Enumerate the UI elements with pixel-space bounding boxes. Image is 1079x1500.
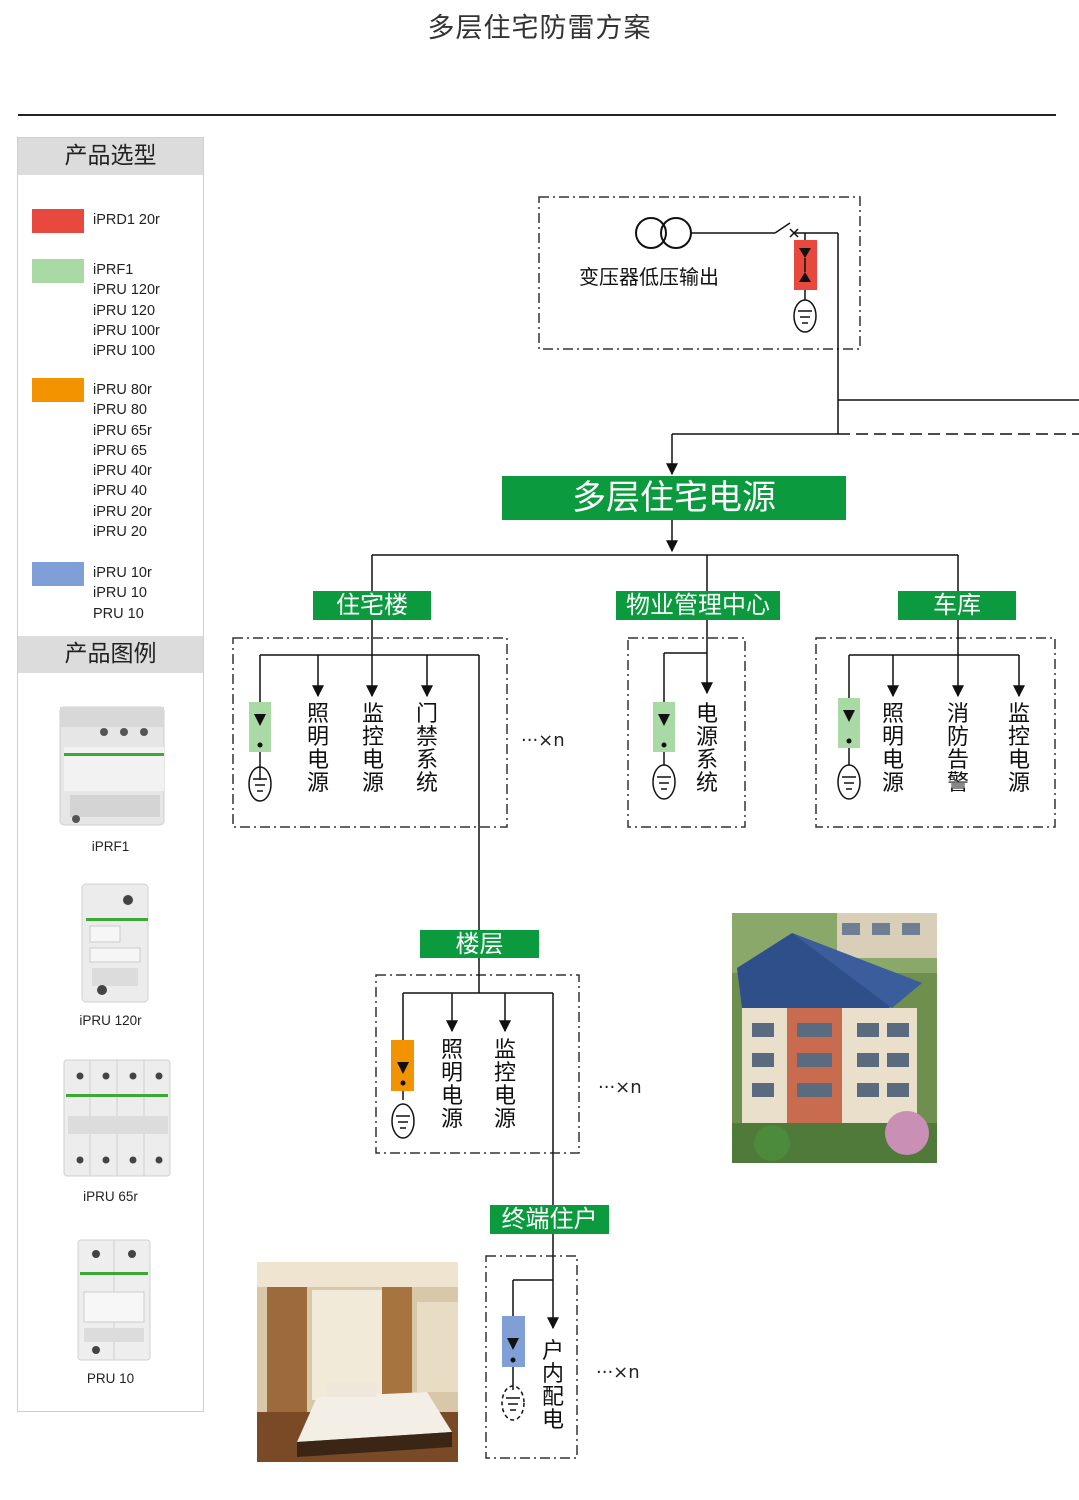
load-label: 消防告警 xyxy=(946,702,969,796)
ground-icon xyxy=(652,764,676,800)
model-item: iPRU 20 xyxy=(93,524,147,541)
model-item: iPRU 10 xyxy=(93,585,147,602)
transformer-icon xyxy=(635,217,667,249)
load-label: 户内配电 xyxy=(541,1339,564,1433)
household-label: 终端住户 xyxy=(490,1205,609,1234)
ground-icon xyxy=(248,766,272,802)
product-image-ipru-65r xyxy=(63,1059,171,1177)
product-caption: iPRU 120r xyxy=(79,1013,142,1028)
main-power-label: 多层住宅电源 xyxy=(502,476,846,520)
load-label: 监控电源 xyxy=(493,1038,516,1132)
model-list-orange: iPRU 80r iPRU 80 iPRU 65r iPRU 65 iPRU 4… xyxy=(93,380,152,542)
repeat-marker: ···×n xyxy=(596,1362,640,1383)
product-image-pru-10 xyxy=(77,1239,151,1361)
model-item: iPRU 10r xyxy=(93,565,152,581)
sidebar: 产品选型 iPRD1 20r iPRF1 iPRU 120r iPRU 120 … xyxy=(17,137,204,1412)
page-title: 多层住宅防雷方案 xyxy=(427,13,652,44)
load-label: 监控电源 xyxy=(1007,702,1030,796)
legend-swatch-blue xyxy=(32,562,84,586)
repeat-marker: ···×n xyxy=(521,730,565,751)
legend-swatch-orange xyxy=(32,378,84,402)
load-label: 照明电源 xyxy=(440,1038,463,1132)
garage-box xyxy=(815,637,1056,828)
property-label: 物业管理中心 xyxy=(616,591,780,620)
product-selection-header: 产品选型 xyxy=(18,138,203,175)
model-item: iPRU 40r xyxy=(93,463,152,480)
product-image-iprf1 xyxy=(59,706,165,826)
repeat-marker: ···×n xyxy=(598,1077,642,1098)
transformer-box xyxy=(538,196,861,350)
model-item: iPRU 65r xyxy=(93,422,152,439)
model-item: iPRU 100r xyxy=(93,322,160,339)
load-label: 监控电源 xyxy=(361,702,384,796)
model-item: PRU 10 xyxy=(93,605,144,622)
product-image-ipru-120r xyxy=(81,883,149,1003)
model-item: iPRU 120r xyxy=(93,282,160,299)
model-list-blue: iPRU 10r iPRU 10 PRU 10 xyxy=(93,563,152,624)
model-item: iPRU 120 xyxy=(93,302,156,319)
residential-box xyxy=(232,637,508,828)
transformer-label: 变压器低压输出 xyxy=(579,265,719,289)
product-legend-header: 产品图例 xyxy=(18,636,203,673)
model-item: iPRU 40 xyxy=(93,483,147,500)
product-caption: PRU 10 xyxy=(86,1371,135,1386)
legend-swatch-red xyxy=(32,209,84,233)
ground-icon xyxy=(391,1103,415,1139)
model-item: iPRU 20r xyxy=(93,503,152,520)
model-list-light-green: iPRF1 iPRU 120r iPRU 120 iPRU 100r iPRU … xyxy=(93,260,160,361)
product-caption: iPRF1 xyxy=(91,839,130,854)
ground-icon xyxy=(793,299,817,333)
model-item: iPRU 80 xyxy=(93,402,147,419)
model-item: iPRD1 20r xyxy=(93,212,160,228)
product-caption: iPRU 65r xyxy=(83,1189,138,1204)
model-list-red: iPRD1 20r xyxy=(93,210,160,230)
residential-label: 住宅楼 xyxy=(313,591,431,620)
model-item: iPRU 80r xyxy=(93,382,152,398)
model-item: iPRU 65 xyxy=(93,442,147,459)
property-box xyxy=(627,637,746,828)
load-label: 电源系统 xyxy=(695,702,718,796)
load-label: 照明电源 xyxy=(306,702,329,796)
household-box xyxy=(485,1255,578,1459)
model-item: iPRF1 xyxy=(93,262,134,278)
ground-icon xyxy=(837,764,861,800)
load-label: 照明电源 xyxy=(881,702,904,796)
bedroom-photo xyxy=(257,1262,458,1462)
floor-box xyxy=(375,974,580,1154)
garage-label: 车库 xyxy=(898,591,1016,620)
legend-swatch-light-green xyxy=(32,259,84,283)
floor-label: 楼层 xyxy=(420,930,539,958)
ground-icon xyxy=(501,1385,525,1421)
load-label: 门禁系统 xyxy=(415,702,438,796)
apartment-building-photo xyxy=(732,913,937,1163)
title-divider xyxy=(18,114,1056,116)
switch-icon xyxy=(774,222,791,234)
model-item: iPRU 100 xyxy=(93,343,156,360)
